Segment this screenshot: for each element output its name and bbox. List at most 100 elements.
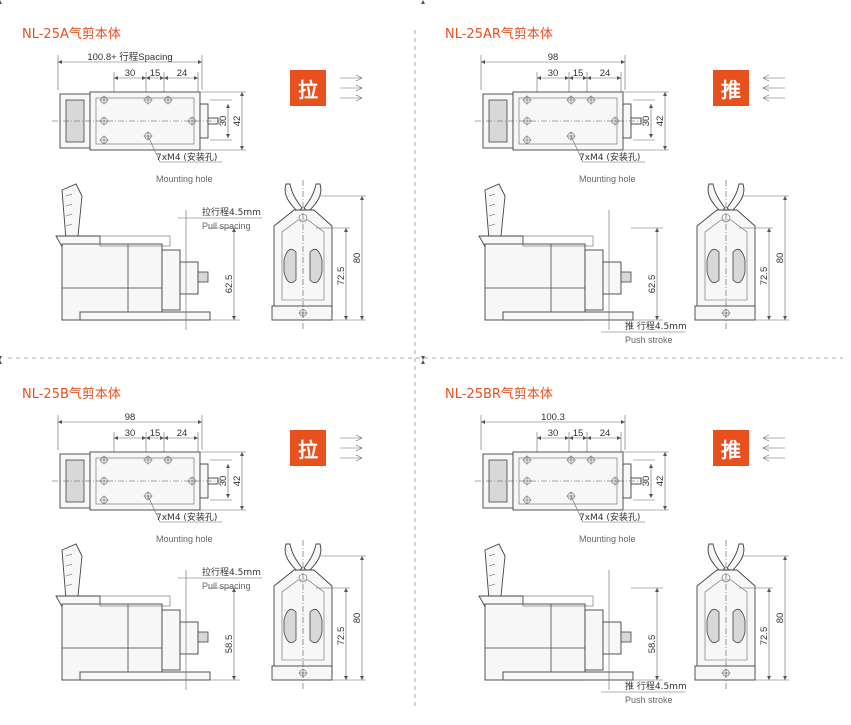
pull-arrows-icon [340,74,363,102]
jaw-right [303,543,322,573]
mode-badge [290,430,326,466]
panel-title: NL-25AR气剪本体 [445,26,553,42]
front-view: 72.580 [271,540,366,690]
dim-front-inner: 72.5 [336,267,347,286]
screw-hole [99,455,109,465]
dim-side-height: 58.5 [647,635,658,654]
mount-hole-en: Mounting hole [156,174,213,184]
dim-front-outer: 80 [352,253,363,264]
window-left [283,248,297,284]
push-arrows-icon [762,74,785,102]
screw-hole [143,95,153,105]
main-body [484,243,586,321]
mount-hole-en: Mounting hole [579,174,636,184]
blade-arm [484,183,506,241]
screw-hole [610,116,620,126]
mode-label: 推 [721,438,741,462]
screw-hole [586,95,596,105]
mode-label: 推 [721,78,741,102]
screw-hole [163,95,173,105]
dim-overall-width: 98 [125,412,136,423]
dim-overall-width: 100.8+ 行程Spacing [87,51,172,63]
dim-overall-width: 100.3 [541,412,565,423]
mode-label: 拉 [298,438,318,462]
dim-front-inner: 72.5 [336,627,347,646]
jaw-right [303,183,322,213]
dim-front-outer: 80 [775,613,786,624]
screw-hole [586,455,596,465]
blade-arm [484,543,506,601]
window-left [283,608,297,644]
dim-height-outer: 42 [655,116,666,127]
screw-hole [163,455,173,465]
dim-spacing-2: 15 [150,428,161,439]
dim-side-height: 62.5 [647,275,658,294]
screw-hole [522,116,532,126]
base-plate [502,311,634,321]
screw-hole [522,495,532,505]
main-body [61,243,163,321]
screw-hole [99,495,109,505]
fitting [620,631,632,643]
screw-hole [522,455,532,465]
dim-height-outer: 42 [232,476,243,487]
dim-height-outer: 42 [655,476,666,487]
stroke-label-cn: 拉行程4.5mm [202,566,261,578]
screw-hole [99,476,109,486]
dim-height-inner: 30 [641,476,652,487]
end-block [161,609,181,671]
screw-hole [522,95,532,105]
dim-front-inner: 72.5 [759,267,770,286]
base-plate [79,671,211,681]
screw-hole [187,116,197,126]
dim-overall-width: 98 [548,52,559,63]
mount-hole-cn: 7xM4 (安装孔) [156,511,217,523]
end-block [161,249,181,311]
blade-arm [61,183,83,241]
screw-hole [99,116,109,126]
base-plate [502,671,634,681]
dim-spacing-3: 24 [600,68,611,79]
mode-badge [290,70,326,106]
dim-height-outer: 42 [232,116,243,127]
stroke-label-cn: 推 行程4.5mm [625,320,687,332]
push-arrows-icon [762,434,785,462]
dim-side-height: 58.5 [224,635,235,654]
stroke-label-en: Pull spacing [202,581,251,591]
end-block [584,609,604,671]
fitting [197,271,209,283]
window-right [309,248,323,284]
screw-hole [187,476,197,486]
dim-height-inner: 30 [218,476,229,487]
screw-hole [566,455,576,465]
window-right [309,608,323,644]
jaw-right [726,543,745,573]
dim-spacing-1: 30 [125,428,136,439]
mount-hole-cn: 7xM4 (安装孔) [156,151,217,163]
front-view: 72.580 [694,540,789,690]
stroke-label-cn: 拉行程4.5mm [202,206,261,218]
dim-front-outer: 80 [775,253,786,264]
fitting [197,631,209,643]
dim-spacing-1: 30 [548,428,559,439]
jaw-right [726,183,745,213]
mode-badge [713,430,749,466]
screw-hole [143,455,153,465]
panel-title: NL-25BR气剪本体 [445,386,553,402]
dim-spacing-2: 15 [573,68,584,79]
panel-title: NL-25A气剪本体 [22,26,121,42]
mount-hole-cn: 7xM4 (安装孔) [579,151,640,163]
mount-hole-en: Mounting hole [579,534,636,544]
dim-spacing-2: 15 [150,68,161,79]
stroke-label-cn: 推 行程4.5mm [625,680,687,692]
window-left [706,248,720,284]
blade-arm [61,543,83,601]
mount-hole-cn: 7xM4 (安装孔) [579,511,640,523]
